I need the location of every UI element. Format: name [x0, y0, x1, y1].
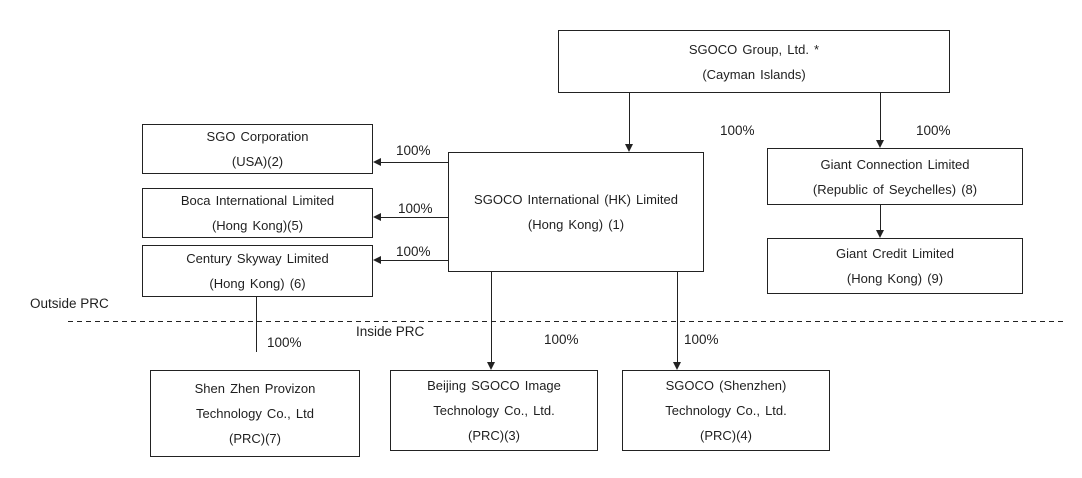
node-giant-credit: Giant Credit Limited (Hong Kong) (9): [767, 238, 1023, 294]
node-label: Technology Co., Ltd.: [665, 403, 787, 418]
arrow-left-icon: [373, 256, 381, 264]
node-label: (Hong Kong)(5): [211, 218, 304, 233]
outside-prc-label: Outside PRC: [30, 296, 109, 311]
arrow-down-icon: [487, 362, 495, 370]
node-sgo-corporation: SGO Corporation (USA)(2): [142, 124, 373, 174]
arrow-down-icon: [876, 230, 884, 238]
connector-international-to-beijing: [491, 272, 493, 363]
node-label: (Hong Kong) (1): [527, 217, 625, 232]
arrow-left-icon: [373, 213, 381, 221]
arrow-down-icon: [673, 362, 681, 370]
ownership-label: 100%: [398, 201, 433, 216]
node-label: Giant Connection Limited: [820, 156, 970, 172]
ownership-label: 100%: [720, 123, 755, 138]
node-label: Technology Co., Ltd.: [433, 403, 555, 418]
connector-century-to-provizon: [256, 297, 258, 352]
node-label: Shen Zhen Provizon: [194, 381, 316, 396]
ownership-label: 100%: [684, 332, 719, 347]
node-label: (Hong Kong) (6): [209, 276, 306, 291]
connector-international-to-boca: [380, 217, 448, 219]
node-century-skyway: Century Skyway Limited (Hong Kong) (6): [142, 245, 373, 297]
arrow-down-icon: [625, 144, 633, 152]
ownership-label: 100%: [396, 244, 431, 259]
node-label: (PRC)(7): [229, 431, 281, 446]
node-beijing-sgoco: Beijing SGOCO Image Technology Co., Ltd.…: [390, 370, 598, 451]
connector-group-to-international: [629, 93, 631, 146]
node-sgoco-group: SGOCO Group, Ltd. * (Cayman Islands): [558, 30, 950, 93]
connector-giant-connection-to-giant-credit: [880, 205, 882, 232]
node-label: (USA)(2): [231, 154, 284, 169]
inside-prc-label: Inside PRC: [356, 324, 425, 339]
node-label: Boca International Limited: [180, 193, 335, 208]
node-label: Technology Co., Ltd: [196, 406, 314, 421]
connector-international-to-century: [380, 260, 448, 262]
node-sgoco-international: SGOCO International (HK) Limited (Hong K…: [448, 152, 704, 272]
node-label: SGO Corporation: [206, 129, 309, 144]
ownership-label: 100%: [267, 335, 302, 350]
node-label: SGOCO International (HK) Limited: [474, 192, 678, 207]
node-sgoco-shenzhen: SGOCO (Shenzhen) Technology Co., Ltd. (P…: [622, 370, 830, 451]
connector-international-to-sgo: [380, 162, 448, 164]
node-label: (Hong Kong) (9): [846, 271, 944, 286]
ownership-label: 100%: [544, 332, 579, 347]
node-shenzhen-provizon: Shen Zhen Provizon Technology Co., Ltd (…: [150, 370, 360, 457]
node-label: SGOCO (Shenzhen): [665, 378, 787, 393]
node-label: Giant Credit Limited: [836, 246, 954, 261]
node-label: (Republic of Seychelles) (8): [812, 181, 978, 197]
node-label: SGOCO Group, Ltd. *: [688, 41, 820, 57]
connector-international-to-shenzhen: [677, 272, 679, 363]
arrow-down-icon: [876, 140, 884, 148]
arrow-left-icon: [373, 158, 381, 166]
connector-group-to-giant-connection: [880, 93, 882, 142]
node-boca-international: Boca International Limited (Hong Kong)(5…: [142, 188, 373, 238]
node-label: (PRC)(3): [468, 428, 520, 443]
node-label: (Cayman Islands): [702, 66, 806, 82]
node-label: Beijing SGOCO Image: [427, 378, 561, 393]
node-giant-connection: Giant Connection Limited (Republic of Se…: [767, 148, 1023, 205]
ownership-label: 100%: [396, 143, 431, 158]
ownership-label: 100%: [916, 123, 951, 138]
node-label: Century Skyway Limited: [186, 251, 329, 266]
prc-boundary-dashed-line: [68, 321, 1067, 323]
node-label: (PRC)(4): [700, 428, 752, 443]
